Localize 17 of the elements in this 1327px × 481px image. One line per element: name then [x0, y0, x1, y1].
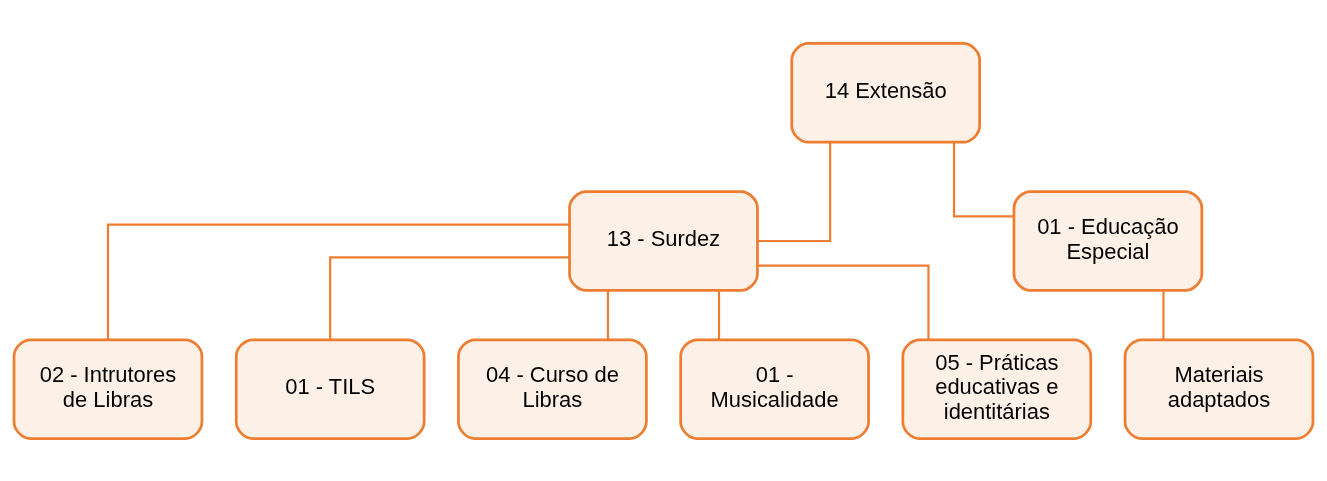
connector	[329, 255, 570, 340]
node-box: 13 - Surdez	[568, 189, 759, 292]
node-box: 14 Extensão	[790, 41, 982, 144]
node-box: 01 - TILS	[234, 337, 426, 440]
connector	[106, 222, 570, 340]
node-box: Materiais adaptados	[1123, 337, 1315, 440]
node-box: 01 - Educação Especial	[1012, 189, 1204, 292]
connector	[952, 141, 1014, 217]
node-box: 05 - Práticas educativas e identitárias	[901, 337, 1093, 440]
connector	[757, 142, 832, 242]
connector	[1162, 290, 1165, 339]
connector	[606, 290, 610, 339]
connector	[717, 290, 721, 339]
node-box: 04 - Curso de Libras	[457, 337, 648, 440]
connector	[757, 264, 930, 340]
node-box: 01 - Musicalidade	[679, 337, 870, 440]
node-box: 02 - Intrutores de Libras	[12, 337, 204, 440]
